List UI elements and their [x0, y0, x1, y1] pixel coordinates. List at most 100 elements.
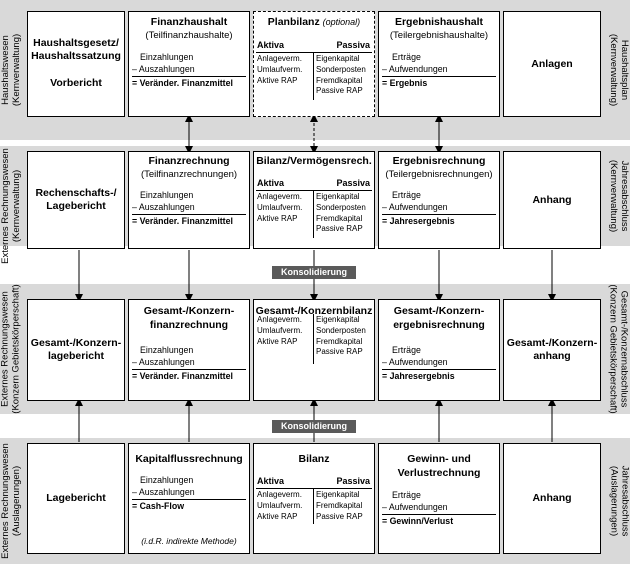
bilanz-r4-anlageverm: Anlageverm.	[257, 490, 302, 499]
konzernergebnisrechnung-aufwendungen: – Aufwendungen	[382, 357, 448, 367]
planbilanz-left-items: Anlageverm. Umlaufverm. Aktive RAP	[257, 54, 302, 86]
bilanz-r4-aktiva: Aktiva	[257, 476, 285, 486]
konzernfinanzrechnung-title-a: Gesamt-/Konzern-	[143, 305, 235, 317]
ergebnisrechnung-result: = Jahresergebnis	[382, 216, 455, 226]
konzernfinanzrechnung-result: = Veränder. Finanzmittel	[132, 371, 233, 381]
box-haushaltsgesetz: Haushaltsgesetz/ Haushaltssatzung Vorber…	[27, 11, 125, 117]
bilanz-r2-right-items: Eigenkapital Sonderposten Fremdkapital P…	[316, 192, 366, 235]
box-konzernbilanz: Gesamt-/Konzernbilanz Anlageverm. Umlauf…	[253, 299, 375, 401]
rechenschaftsbericht-label-a: Rechenschafts-/	[35, 187, 117, 199]
bilanz-r2-eigenkapital: Eigenkapital	[316, 192, 360, 201]
ergebnishaushalt-aufwendungen: – Aufwendungen	[382, 64, 448, 74]
konzernlagebericht-label-a: Gesamt-/Konzern-	[30, 337, 122, 349]
kapitalflussrechnung-rule	[132, 499, 246, 500]
konzernbilanz-aktive-rap: Aktive RAP	[257, 336, 298, 346]
konzernfinanzrechnung-rule	[132, 369, 246, 370]
finanzrechnung-title: Finanzrechnung	[148, 155, 230, 167]
planbilanz-optional: (optional)	[322, 17, 361, 27]
konzernbilanz-left-items: Anlageverm. Umlaufverm. Aktive RAP	[257, 315, 302, 347]
finanzhaushalt-auszahlungen: – Auszahlungen	[132, 64, 195, 74]
finanzrechnung-result: = Veränder. Finanzmittel	[132, 216, 233, 226]
gewinn-verlustrechnung-result: = Gewinn/Verlust	[382, 516, 454, 526]
ergebnishaushalt-title: Ergebnishaushalt	[394, 16, 484, 28]
konzernanhang-label-a: Gesamt-/Konzern-	[506, 337, 598, 349]
planbilanz-umlaufverm: Umlaufverm.	[257, 64, 303, 74]
box-konzernfinanzrechnung: Gesamt-/Konzern- finanzrechnung Einzahlu…	[128, 299, 250, 401]
ergebnisrechnung-title: Ergebnisrechnung	[392, 155, 486, 167]
box-anhang-r4: Anhang	[503, 443, 601, 554]
konzernbilanz-right-items: Eigenkapital Sonderposten Fremdkapital P…	[316, 315, 366, 358]
gewinn-verlustrechnung-ertraege: Erträge	[392, 490, 421, 500]
finanzrechnung-einzahlungen: Einzahlungen	[140, 190, 194, 200]
bilanz-r4-passive-rap: Passive RAP	[316, 511, 363, 521]
anlagen-label: Anlagen	[531, 57, 573, 70]
haushaltssatzung-label: Haushaltssatzung	[31, 50, 121, 62]
bilanz-r2-hrule	[256, 190, 372, 191]
konzernanhang-label-b: anhang	[533, 350, 571, 362]
ergebnishaushalt-rule	[382, 76, 496, 77]
bilanz-r4-vrule	[313, 488, 314, 524]
planbilanz-aktive-rap: Aktive RAP	[257, 75, 298, 85]
box-planbilanz: Planbilanz (optional) Aktiva Passiva Anl…	[253, 11, 375, 117]
rechenschaftsbericht-label-b: Lagebericht	[46, 200, 106, 212]
bilanz-r2-passiva: Passiva	[336, 178, 370, 188]
box-konzernlagebericht: Gesamt-/Konzern- lagebericht	[27, 299, 125, 401]
finanzrechnung-subtitle: (Teilfinanzrechnungen)	[140, 169, 238, 180]
box-bilanz-r4: Bilanz Aktiva Passiva Anlageverm. Umlauf…	[253, 443, 375, 554]
planbilanz-hrule	[256, 52, 372, 53]
anhang-r2-label: Anhang	[532, 193, 572, 206]
box-kapitalflussrechnung: Kapitalflussrechnung Einzahlungen – Ausz…	[128, 443, 250, 554]
box-ergebnisrechnung: Ergebnisrechnung (Teilergebnisrechnungen…	[378, 151, 500, 249]
bilanz-r2-left-items: Anlageverm. Umlaufverm. Aktive RAP	[257, 192, 302, 224]
konsolidierung-badge-lower: Konsolidierung	[272, 420, 356, 433]
planbilanz-passive-rap: Passive RAP	[316, 86, 363, 96]
planbilanz-anlageverm: Anlageverm.	[257, 54, 302, 63]
planbilanz-fremdkapital: Fremdkapital	[316, 75, 363, 85]
kapitalflussrechnung-einzahlungen: Einzahlungen	[140, 475, 194, 485]
bilanz-r4-right-items: Eigenkapital Fremdkapital Passive RAP	[316, 490, 363, 522]
kapitalflussrechnung-note: (i.d.R. indirekte Methode)	[141, 536, 237, 546]
ergebnishaushalt-ertraege: Erträge	[392, 52, 421, 62]
planbilanz-title: Planbilanz (optional)	[254, 16, 374, 29]
konzernbilanz-fremdkapital: Fremdkapital	[316, 336, 363, 346]
finanzhaushalt-rule	[132, 76, 246, 77]
box-finanzhaushalt: Finanzhaushalt (Teilfinanzhaushalte) Ein…	[128, 11, 250, 117]
finanzhaushalt-title: Finanzhaushalt	[150, 16, 228, 28]
bilanz-r2-fremdkapital: Fremdkapital	[316, 213, 363, 223]
bilanz-r4-hrule	[256, 488, 372, 489]
kapitalflussrechnung-auszahlungen: – Auszahlungen	[132, 487, 195, 497]
bilanz-r4-fremdkapital: Fremdkapital	[316, 500, 363, 510]
ergebnisrechnung-ertraege: Erträge	[392, 190, 421, 200]
kapitalflussrechnung-result: = Cash-Flow	[132, 501, 185, 511]
planbilanz-passiva: Passiva	[336, 40, 370, 50]
box-ergebnishaushalt: Ergebnishaushalt (Teilergebnishaushalte)…	[378, 11, 500, 117]
konzernbilanz-passive-rap: Passive RAP	[316, 347, 363, 357]
bilanz-r4-umlaufverm: Umlaufverm.	[257, 500, 303, 510]
finanzhaushalt-result: = Veränder. Finanzmittel	[132, 78, 233, 88]
bilanz-r2-passive-rap: Passive RAP	[316, 224, 363, 234]
konzernergebnisrechnung-title-a: Gesamt-/Konzern-	[393, 305, 485, 317]
haushaltsgesetz-label: Haushaltsgesetz/	[33, 37, 119, 49]
konzernfinanzrechnung-auszahlungen: – Auszahlungen	[132, 357, 195, 367]
planbilanz-sonderposten: Sonderposten	[316, 64, 366, 74]
bilanz-r2-anlageverm: Anlageverm.	[257, 192, 302, 201]
box-finanzrechnung: Finanzrechnung (Teilfinanzrechnungen) Ei…	[128, 151, 250, 249]
bilanz-r2-sonderposten: Sonderposten	[316, 202, 366, 212]
bilanz-r4-left-items: Anlageverm. Umlaufverm. Aktive RAP	[257, 490, 302, 522]
anhang-r4-label: Anhang	[532, 492, 572, 504]
konzernbilanz-umlaufverm: Umlaufverm.	[257, 325, 303, 335]
bilanz-r2-vrule	[313, 190, 314, 238]
finanzhaushalt-einzahlungen: Einzahlungen	[140, 52, 194, 62]
bilanz-r4-eigenkapital: Eigenkapital	[316, 490, 360, 499]
planbilanz-aktiva: Aktiva	[257, 40, 285, 50]
konzernbilanz-anlageverm: Anlageverm.	[257, 315, 302, 324]
konzernergebnisrechnung-title-b: ergebnisrechnung	[393, 319, 485, 331]
bilanz-r4-passiva: Passiva	[336, 476, 370, 486]
box-lagebericht: Lagebericht	[27, 443, 125, 554]
kapitalflussrechnung-title: Kapitalflussrechnung	[135, 453, 243, 465]
konzernfinanzrechnung-einzahlungen: Einzahlungen	[140, 345, 194, 355]
konzernbilanz-eigenkapital: Eigenkapital	[316, 315, 360, 324]
konzernbilanz-vrule	[313, 314, 314, 364]
ergebnishaushalt-subtitle: (Teilergebnishaushalte)	[389, 30, 489, 41]
